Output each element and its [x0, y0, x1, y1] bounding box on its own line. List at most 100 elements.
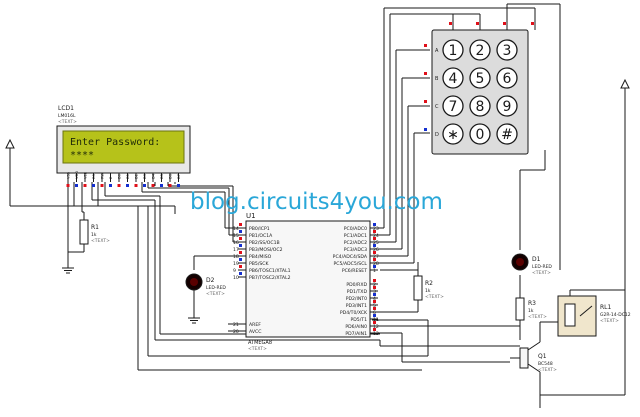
q1-ref: Q1	[538, 353, 547, 360]
keypad-key-label: 5	[476, 71, 485, 87]
d2-type: LED-RED	[206, 285, 226, 291]
rl1-ref: RL1	[600, 304, 612, 311]
mcu-part: ATMEGA8	[248, 340, 272, 346]
keypad-key-6[interactable]: 6	[496, 67, 518, 89]
mcu-pin-name: PB1/OC1A	[249, 233, 273, 239]
mcu-ref: U1	[246, 212, 256, 220]
mcu-pin-number: 27	[373, 254, 379, 260]
resistor-r1: R1 1k <TEXT>	[79, 219, 110, 245]
mcu-pin-number: 12	[373, 324, 379, 330]
pin-state-marker	[373, 321, 376, 324]
mcu-pin-name: PB7/TOSC2/XTAL2	[249, 275, 291, 281]
pin-state-marker	[424, 72, 427, 75]
pin-state-marker	[424, 100, 427, 103]
mcu-pin-name: PB4/MISO	[249, 254, 272, 260]
pin-state-marker	[117, 184, 121, 187]
mcu-pin-name: PB2/SS/OC1B	[249, 240, 280, 246]
keypad-key-hash[interactable]: #	[496, 123, 518, 145]
mcu-pin-number: 5	[373, 303, 376, 309]
mcu-pin-27: 27 PC4/ADC4/SDA	[333, 251, 379, 260]
keypad-key-label: 4	[449, 71, 458, 87]
pin-state-marker	[134, 184, 138, 187]
keypad-column-pin	[503, 18, 508, 30]
keypad-key-4[interactable]: 4	[442, 67, 464, 89]
lcd-line1: Enter Password:	[70, 137, 160, 148]
lcd-pin-d5: D5	[160, 173, 164, 187]
resistor-r2: R2 1k <TEXT>	[413, 275, 444, 301]
lcd-screen	[62, 130, 185, 164]
mcu-pin-name: PC0/ADC0	[344, 226, 367, 232]
mcu-pin-16: 16 PB2/SS/OC1B	[233, 237, 280, 246]
mcu-pin-number: 14	[233, 226, 239, 232]
lcd-pin-label: VEE	[84, 171, 88, 179]
r3-tag: <TEXT>	[528, 314, 547, 320]
pin-state-marker	[239, 237, 242, 240]
lcd-tag: <TEXT>	[58, 119, 77, 125]
d1-type: LED-RED	[532, 264, 552, 270]
mcu-pin-number: 26	[373, 247, 379, 253]
mcu-pin-number: 16	[233, 240, 239, 246]
mcu-pin-number: 11	[373, 317, 379, 323]
lcd-pin-label: VDD	[75, 171, 79, 179]
mcu-pin-name: PD7/AIN1	[345, 331, 367, 337]
mcu-body	[245, 220, 371, 338]
r2-tag: <TEXT>	[425, 294, 444, 300]
keypad-key-label: 2	[476, 43, 485, 59]
watermark: blog.circuits4you.com	[190, 189, 443, 215]
pin-state-marker	[239, 258, 242, 261]
pin-state-marker	[424, 44, 427, 47]
mcu-pin-name: PC5/ADC5/SCL	[334, 261, 368, 267]
r3-ref: R3	[528, 300, 536, 307]
keypad-key-star[interactable]: ∗	[442, 123, 464, 145]
lcd-pin-label: D0	[118, 173, 122, 179]
mcu-pin-name: PC4/ADC4/SDA	[333, 254, 368, 260]
keypad-key-2[interactable]: 2	[469, 39, 491, 61]
lcd-pin-vss: VSS	[66, 171, 71, 187]
keypad-key-label: 8	[476, 99, 485, 115]
lcd-pin-label: E	[109, 176, 113, 179]
keypad-key-8[interactable]: 8	[469, 95, 491, 117]
d1-tag: <TEXT>	[532, 270, 551, 276]
mcu-pin-number: 10	[233, 275, 239, 281]
keypad-key-1[interactable]: 1	[442, 39, 464, 61]
mcu-pin-10: 10 PB7/TOSC2/XTAL2	[233, 272, 291, 281]
keypad-key-label: 3	[503, 43, 512, 59]
keypad-key-9[interactable]: 9	[496, 95, 518, 117]
lcd-pin-label: RW	[101, 173, 105, 179]
mcu-pin-number: 28	[373, 261, 379, 267]
mcu-pin-name: PC6/RESET	[342, 268, 367, 274]
lcd-model: LM016L	[58, 113, 76, 119]
pin-state-marker	[239, 272, 242, 275]
keypad-key-3[interactable]: 3	[496, 39, 518, 61]
pin-state-marker	[373, 314, 376, 317]
mcu-pin-number: 9	[233, 268, 236, 274]
mcu-pin-number: 24	[373, 233, 379, 239]
pin-state-marker	[424, 128, 427, 131]
keypad-key-5[interactable]: 5	[469, 67, 491, 89]
mcu-pin-name: PB6/TOSC1/XTAL1	[249, 268, 291, 274]
mcu-pin-name: PD2/INT0	[346, 296, 367, 302]
r2-value: 1k	[425, 288, 431, 294]
mcu-pin-number: 20	[233, 329, 239, 335]
wires	[5, 3, 630, 408]
keypad-column-pin	[476, 18, 481, 30]
keypad-row-label: D	[435, 132, 439, 138]
pin-state-marker	[373, 293, 376, 296]
keypad-key-7[interactable]: 7	[442, 95, 464, 117]
lcd-pin-vee: VEE	[83, 171, 88, 187]
keypad-key-0[interactable]: 0	[469, 123, 491, 145]
r3-value: 1k	[528, 308, 534, 314]
